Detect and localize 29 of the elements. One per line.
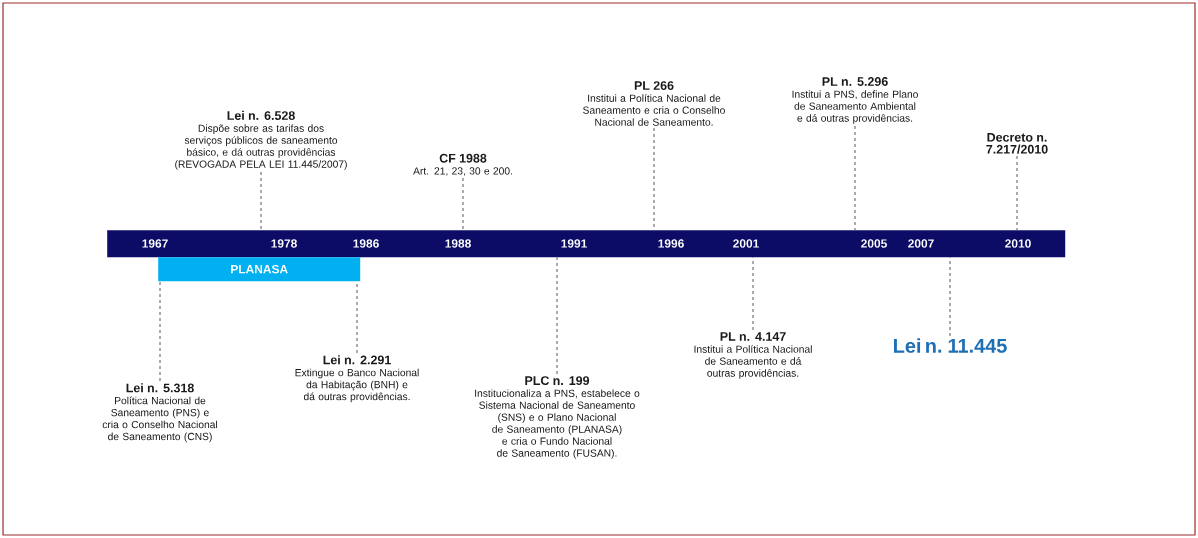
event-text: Lei n. 6.528 Dispõe sobre as tarifas dos serviços públicos de saneamento básico, e dá outras providências (REVOGADA PELA LEI 11.445/2007) (175, 110, 347, 170)
year-label: 1991 (561, 239, 587, 248)
leader-line (260, 171, 262, 231)
event-text: Lei n. 2.291 Extingue o Banco Nacional da Habitação (BNH) e dá outras providências. (295, 355, 419, 403)
law-title: Lei n. 11.445 (894, 338, 1007, 353)
leader-line (462, 177, 464, 231)
year-label: 1988 (445, 239, 471, 248)
year-label: 1996 (658, 239, 684, 248)
leader-line (1016, 155, 1018, 231)
year-label: 2001 (733, 239, 759, 248)
event-text: PLC n. 199 Institucionaliza a PNS, estabelece o Sistema Nacional de Saneamento (SNS) e o Plano Nacional de Saneamento (PLANASA) e cria o Fundo Nacional de Saneamento (FUSAN). (475, 376, 640, 459)
year-label: 2007 (908, 239, 934, 248)
leader-line (854, 125, 856, 231)
year-label: 2005 (861, 239, 887, 248)
year-label: 2010 (1005, 239, 1031, 248)
event-text: PL n. 5.296 Institui a PNS, define Plano de Saneamento Ambiental e dá outras providências. (792, 77, 918, 124)
period-band: PLANASA (158, 257, 361, 282)
event-text: CF 1988 Art. 21, 23, 30 e 200. (413, 153, 512, 176)
leader-line (752, 256, 754, 331)
year-label: 1986 (353, 239, 379, 248)
leader-line (949, 256, 951, 337)
year-label: 1978 (271, 239, 297, 248)
leader-line (159, 280, 161, 382)
leader-line (556, 256, 558, 375)
event-text: Lei n. 5.318 Política Nacional de Saneamento (PNS) e cria o Conselho Nacional de Saneamento (CNS) (102, 383, 218, 443)
year-label: 1967 (142, 239, 168, 248)
event-text: Decreto n. 7.217/2010 (986, 133, 1048, 154)
event-text: PL n. 4.147 Institui a Política Nacional de Saneamento e dá outras providências. (694, 332, 812, 379)
event-text: PL 266 Institui a Política Nacional de Saneamento e cria o Conselho Nacional de Saneamento. (583, 81, 725, 126)
